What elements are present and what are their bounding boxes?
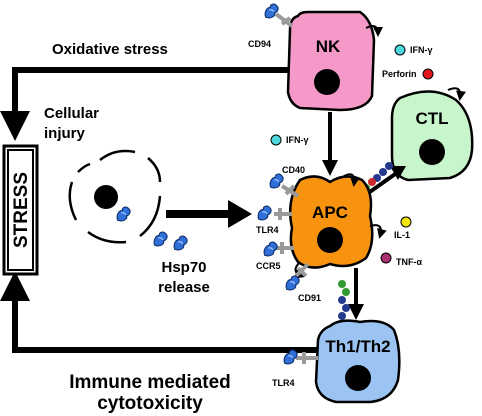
apc-secretion-arrow-top [343,173,360,187]
cd94-receptor [264,3,294,28]
mhc-complex-th [338,280,350,320]
ccr5-receptor [263,241,294,257]
injured-cell [68,149,188,251]
apc-secretion-arrow-right [369,224,387,239]
ctl-label: CTL [415,109,448,128]
ctl-secretion-arrow [447,87,466,101]
cd91-label: CD91 [298,293,321,303]
injured-cell-nucleus [94,185,118,209]
cd91-receptor [285,262,310,291]
apc-to-th-arrow [348,268,364,320]
th-nucleus [345,365,371,391]
hsp70-icon [285,275,300,291]
ifn-gamma-dot [394,44,406,56]
oxidative-stress-label: Oxidative stress [52,41,168,58]
ctl-nucleus [419,139,445,165]
cellular-injury-label-line2: injury [44,125,85,142]
ifn-gamma-label-apc: IFN-γ [286,135,309,145]
ifn-gamma-label-nk: IFN-γ [410,45,433,55]
th-cell: Th1/Th2 [314,319,401,404]
tlr4-label-th: TLR4 [272,378,295,388]
immune-cytotoxicity-label-line2: cytotoxicity [97,393,203,414]
nk-cell: NK [286,10,383,112]
ifn-gamma-dot [270,134,282,146]
hsp70-icon [263,241,278,257]
apc-nucleus [317,227,343,253]
tnf-alpha-dot [380,252,392,264]
il1-label: IL-1 [394,230,410,240]
apc-cell: APC [289,173,387,279]
immune-cytotoxicity-label-line1: Immune mediated [69,372,231,393]
hsp70-icon [173,235,188,251]
apc-label: APC [312,203,348,222]
hsp70-icon [153,231,168,247]
perforin-dot [422,68,434,80]
nk-secretion-arrow [365,25,383,37]
tlr4-receptor-th [283,349,318,365]
tlr4-label-apc: TLR4 [256,225,279,235]
apc-secretion-arrow-bottom [293,261,305,279]
hsp70-icon [257,205,272,221]
tnf-alpha-label: TNF-α [396,257,422,267]
cd94-label: CD94 [248,39,271,49]
stress-box: STRESS [2,144,39,276]
perforin-label: Perforin [382,69,417,79]
cd40-label: CD40 [282,165,305,175]
nk-nucleus [314,69,340,95]
hsp70-icon [116,206,131,222]
hsp70-to-apc-arrow [166,200,252,228]
stress-label: STRESS [11,172,32,248]
oxidative-stress-arrow [0,67,291,141]
nk-label: NK [316,37,341,56]
hsp70-label-line1: Hsp70 [161,259,206,276]
th-label: Th1/Th2 [325,337,390,356]
nk-to-apc-arrow [322,112,338,176]
ccr5-label: CCR5 [256,261,281,271]
hsp70-icon [269,173,284,189]
hsp70-label-line2: release [158,279,210,296]
il1-dot [400,216,412,228]
immune-cytotoxicity-arrow [0,271,318,353]
cellular-injury-label-line1: Cellular [44,105,99,122]
tlr4-receptor-apc [257,205,292,221]
cd40-receptor [269,173,300,198]
ctl-cell: CTL [390,87,474,182]
